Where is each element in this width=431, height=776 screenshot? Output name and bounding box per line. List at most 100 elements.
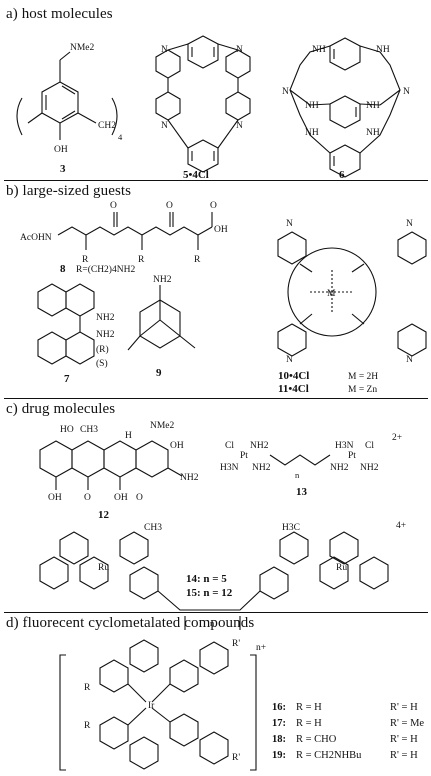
svg-text:NH: NH	[366, 128, 380, 138]
structure-10-11	[277, 231, 427, 357]
svg-text:2+: 2+	[392, 433, 402, 443]
svg-text:n+: n+	[256, 643, 266, 653]
svg-text:9: 9	[156, 367, 162, 379]
svg-text:OH: OH	[170, 441, 184, 451]
structure-9	[127, 285, 196, 351]
structure-14-15	[39, 531, 389, 630]
svg-text:N: N	[236, 45, 243, 55]
svg-text:NH2: NH2	[96, 330, 115, 340]
section-title-host-molecules: a) host molecules	[6, 6, 113, 22]
svg-text:CH2: CH2	[98, 121, 116, 131]
structure-5	[155, 35, 251, 173]
svg-text:4: 4	[118, 132, 123, 142]
svg-text:Pt: Pt	[348, 451, 356, 461]
legend-row: 17: R = H R' = Me	[272, 718, 425, 729]
svg-text:NH2: NH2	[330, 463, 349, 473]
svg-text:NH: NH	[305, 128, 319, 138]
svg-text:6: 6	[339, 169, 345, 181]
svg-text:10•4Cl: 10•4Cl	[278, 370, 309, 382]
svg-text:OH: OH	[54, 145, 68, 155]
svg-text:O: O	[110, 201, 117, 211]
svg-text:R=(CH2)4NH2: R=(CH2)4NH2	[76, 264, 135, 275]
svg-text:Cl: Cl	[225, 441, 234, 451]
svg-text:7: 7	[64, 373, 70, 385]
section-divider	[4, 612, 428, 613]
svg-text:NH2: NH2	[252, 463, 271, 473]
svg-text:NH: NH	[366, 101, 380, 111]
svg-text:R: R	[138, 255, 145, 265]
svg-text:O: O	[210, 201, 217, 211]
svg-text:n: n	[210, 618, 215, 628]
svg-text:15: n = 12: 15: n = 12	[186, 587, 233, 599]
structure-13	[269, 454, 331, 466]
svg-text:N: N	[406, 355, 413, 365]
compound-legend: 16: R = H R' = H 17: R = H R' = Me 18: R…	[272, 700, 424, 764]
svg-text:NH: NH	[305, 101, 319, 111]
svg-text:N: N	[282, 87, 289, 97]
structure-6	[289, 37, 401, 178]
svg-text:n: n	[295, 470, 300, 480]
svg-text:OH: OH	[114, 493, 128, 503]
svg-text:N: N	[161, 45, 168, 55]
legend-row: 16: R = H R' = H	[272, 702, 418, 713]
svg-text:8: 8	[60, 263, 66, 275]
section-title-large-guests: b) large-sized guests	[6, 183, 132, 199]
svg-text:Cl: Cl	[365, 441, 374, 451]
structure-8	[57, 212, 213, 250]
svg-text:14: n = 5: 14: n = 5	[186, 573, 227, 585]
svg-text:NH2: NH2	[360, 463, 379, 473]
svg-text:N: N	[286, 355, 293, 365]
svg-text:NH: NH	[312, 45, 326, 55]
svg-text:NH2: NH2	[180, 473, 199, 483]
svg-text:N: N	[406, 219, 413, 229]
svg-text:NH2: NH2	[250, 441, 269, 451]
svg-text:12: 12	[98, 509, 110, 521]
svg-text:H: H	[125, 431, 132, 441]
svg-text:N: N	[236, 121, 243, 131]
svg-text:CH3: CH3	[80, 425, 98, 435]
svg-text:HO: HO	[60, 425, 74, 435]
section-divider	[4, 398, 428, 399]
svg-text:Ru: Ru	[336, 563, 347, 573]
svg-text:R: R	[82, 255, 89, 265]
section-title-cyclometalated: d) fluorecent cyclometalated compounds	[6, 615, 255, 631]
svg-text:R': R'	[232, 753, 240, 763]
structure-7	[37, 283, 95, 365]
svg-text:AcOHN: AcOHN	[20, 233, 52, 243]
svg-text:5•4Cl: 5•4Cl	[183, 169, 209, 181]
legend-row: 19: R = CH2NHBu R' = H	[272, 750, 418, 761]
svg-text:M = Zn: M = Zn	[348, 385, 377, 395]
svg-text:H3N: H3N	[335, 441, 354, 451]
svg-text:O: O	[136, 493, 143, 503]
svg-text:NH2: NH2	[153, 275, 172, 285]
svg-text:R: R	[194, 255, 201, 265]
svg-text:NH2: NH2	[96, 313, 115, 323]
svg-text:R': R'	[232, 639, 240, 649]
section-divider	[4, 180, 428, 181]
svg-text:NMe2: NMe2	[70, 43, 95, 53]
structure-3	[16, 51, 118, 140]
svg-text:N: N	[286, 219, 293, 229]
svg-text:Pt: Pt	[240, 451, 248, 461]
svg-text:13: 13	[296, 486, 308, 498]
atom-labels: NMe2 OH CH2 4 3 N N N N 5•4Cl NH NH N N …	[20, 43, 413, 763]
svg-text:4+: 4+	[396, 521, 406, 531]
svg-text:R: R	[84, 683, 91, 693]
svg-text:(R): (R)	[96, 344, 109, 355]
svg-text:CH3: CH3	[144, 523, 162, 533]
svg-text:NH: NH	[376, 45, 390, 55]
svg-text:H3N: H3N	[220, 463, 239, 473]
svg-text:(S): (S)	[96, 358, 108, 369]
svg-text:3: 3	[60, 163, 66, 175]
svg-text:O: O	[166, 201, 173, 211]
svg-text:M: M	[327, 289, 336, 299]
svg-text:11•4Cl: 11•4Cl	[278, 383, 309, 395]
section-title-drug-molecules: c) drug molecules	[6, 401, 116, 417]
svg-text:N: N	[161, 121, 168, 131]
svg-text:H3C: H3C	[282, 523, 300, 533]
svg-text:NMe2: NMe2	[150, 421, 175, 431]
legend-row: 18: R = CHO R' = H	[272, 734, 418, 745]
svg-text:R: R	[84, 721, 91, 731]
svg-text:Ru: Ru	[98, 563, 109, 573]
